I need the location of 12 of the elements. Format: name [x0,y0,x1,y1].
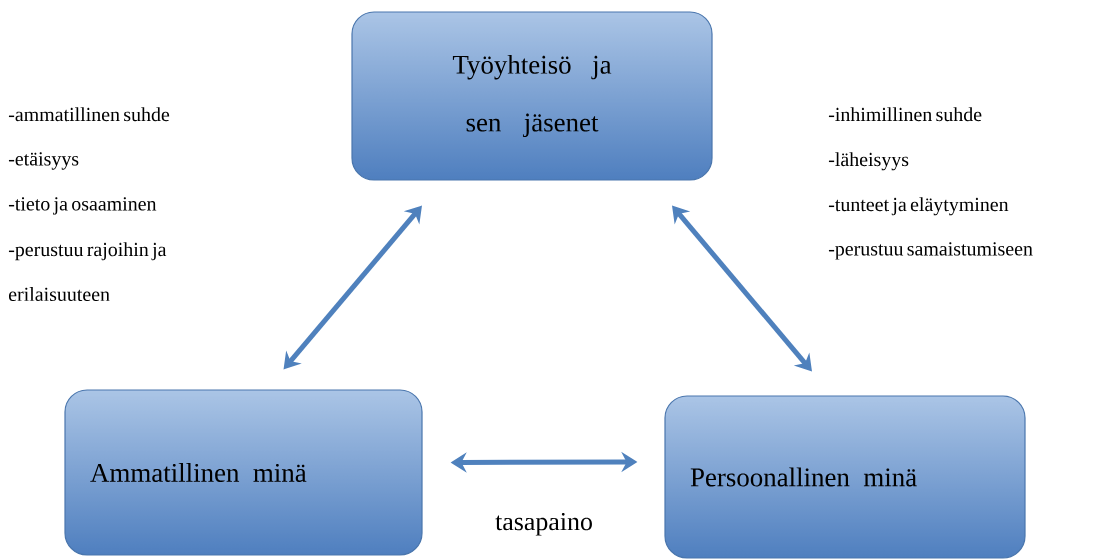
list-item: -ammatillinen suhde [8,107,170,122]
list-item: -tieto ja osaaminen [8,197,157,215]
edge-label: tasapaino [495,512,592,536]
process-box: Persoonallinen minä [664,395,1026,559]
list-item: -läheisyys [828,152,909,171]
list-item: -inhimillinen suhde [828,107,982,122]
list-item: -tunteet ja eläytyminen [828,197,1009,216]
list-item: -perustuu samaistumiseen [828,242,1033,260]
process-box: Ammatillinen minä [64,389,423,556]
process-box: Työyhteisö ja sen jäsenet [351,11,713,181]
list-item: -etäisyys [8,152,79,170]
list-item: -perustuu rajoihin ja erilaisuuteen [8,242,167,302]
